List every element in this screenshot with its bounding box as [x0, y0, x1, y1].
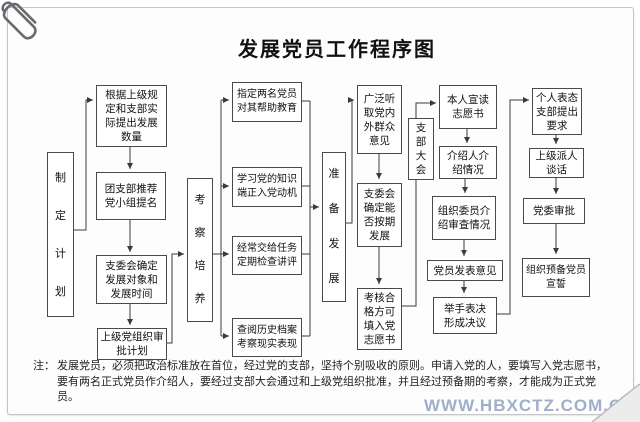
flow-node-quota: 根据上级规 定和支部实 际提出发展 数量	[96, 85, 167, 147]
flow-node-committee-report: 组织委员介 绍审查情况	[432, 196, 496, 240]
flow-node-recommend: 团支部推荐 党小组提名	[96, 172, 166, 220]
flow-node-target: 支委会确定 发展对象和 发展时间	[96, 255, 167, 304]
footnote-text: 发展党员，必须把政治标准放在首位，经过党的支部，坚持个别吸收的原则。申请入党的人…	[57, 360, 607, 403]
footnote-label: 注：	[33, 360, 55, 372]
flow-node-archives: 查阅历史档案 考察现实表现	[232, 318, 302, 357]
flow-node-approve-plan: 上级党组织审 批计划	[97, 328, 167, 360]
flow-node-vote: 举手表决 形成决议	[433, 297, 497, 334]
flow-node-label: 准备发展	[328, 168, 340, 285]
flow-node-study: 学习党的知识 端正入党动机	[232, 167, 302, 207]
flow-node-introducers: 介绍人介 绍情况	[439, 146, 497, 179]
paperclip-icon	[0, 0, 54, 54]
flow-node-oath: 组织预备党员 宣誓	[522, 258, 590, 297]
flow-node-educators: 指定两名党员 对其帮助教育	[232, 82, 302, 122]
flow-node-cultivate-stage: 考察培养	[187, 178, 213, 322]
flow-node-branch-meeting: 支部大会	[408, 118, 434, 180]
flow-node-opinions: 广泛听 取党内 外群众 意见	[357, 85, 402, 154]
flow-node-qualify: 考核合 格方可 填入党 志愿书	[357, 288, 402, 350]
flow-node-schedule: 支委会 确定能 否按期 发展	[357, 183, 402, 247]
watermark-url: WWW.HBXCTZ.COM.CN	[424, 396, 636, 415]
flow-node-member-opinions: 党员发表意见	[427, 260, 503, 281]
flow-node-prepare-stage: 准备发展	[322, 152, 346, 302]
footnote: 注： 发展党员，必须把政治标准放在首位，经过党的支部，坚持个别吸收的原则。申请入…	[33, 359, 607, 406]
flow-node-label: 支部大会	[415, 122, 427, 176]
flow-node-make-plan: 制定计划	[47, 152, 74, 317]
flow-node-label: 制定计划	[55, 171, 66, 298]
page-curl	[590, 382, 640, 422]
page-title: 发展党员工作程序图	[238, 39, 436, 61]
flow-node-statement: 个人表态 支部提出 要求	[532, 88, 582, 135]
flow-node-tasks: 经常交给任务 定期检查讲评	[232, 236, 302, 275]
flow-node-committee-approval: 党委审批	[523, 198, 585, 224]
flow-node-talk: 上级派人 谈话	[529, 148, 584, 178]
flow-node-label: 考察培养	[194, 194, 206, 305]
flow-node-read-application: 本人宣读 志愿书	[439, 85, 497, 129]
